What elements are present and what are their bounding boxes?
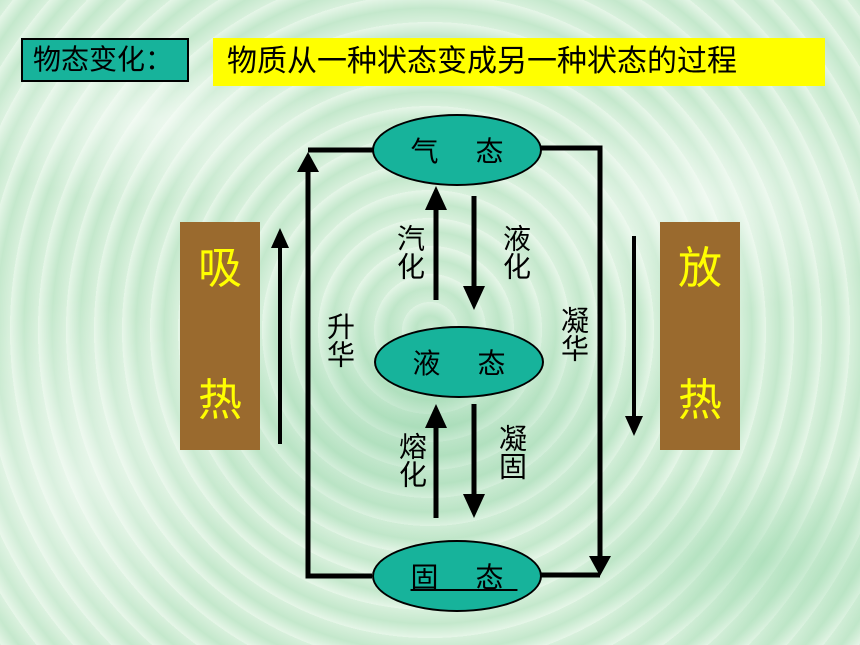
absorb-heat-char-2: 热	[198, 375, 242, 426]
release-heat-char-1: 放	[678, 243, 722, 294]
deposition-arrowhead	[589, 556, 611, 576]
melting-label: 熔化	[395, 432, 428, 488]
absorb-heat-box: 吸 热	[180, 222, 260, 450]
sublimation-arrowhead	[297, 152, 319, 172]
term-label: 物态变化：	[21, 38, 189, 82]
release-heat-char-2: 热	[678, 375, 722, 426]
freezing-label: 凝固	[495, 424, 528, 480]
vaporization-label: 汽化	[393, 224, 426, 280]
sublimation-path	[305, 160, 372, 579]
release-heat-box: 放 热	[660, 222, 740, 450]
sublimation-label: 升华	[323, 312, 356, 368]
deposition-path	[538, 145, 603, 560]
liquid-state: 液 态	[374, 326, 544, 398]
deposition-label: 凝华	[557, 306, 590, 362]
absorb-heat-char-1: 吸	[198, 243, 242, 294]
liquefaction-label: 液化	[499, 224, 532, 280]
solid-state: 固 态	[372, 540, 542, 612]
gas-state: 气 态	[372, 114, 542, 186]
definition-label: 物质从一种状态变成另一种状态的过程	[213, 38, 825, 86]
